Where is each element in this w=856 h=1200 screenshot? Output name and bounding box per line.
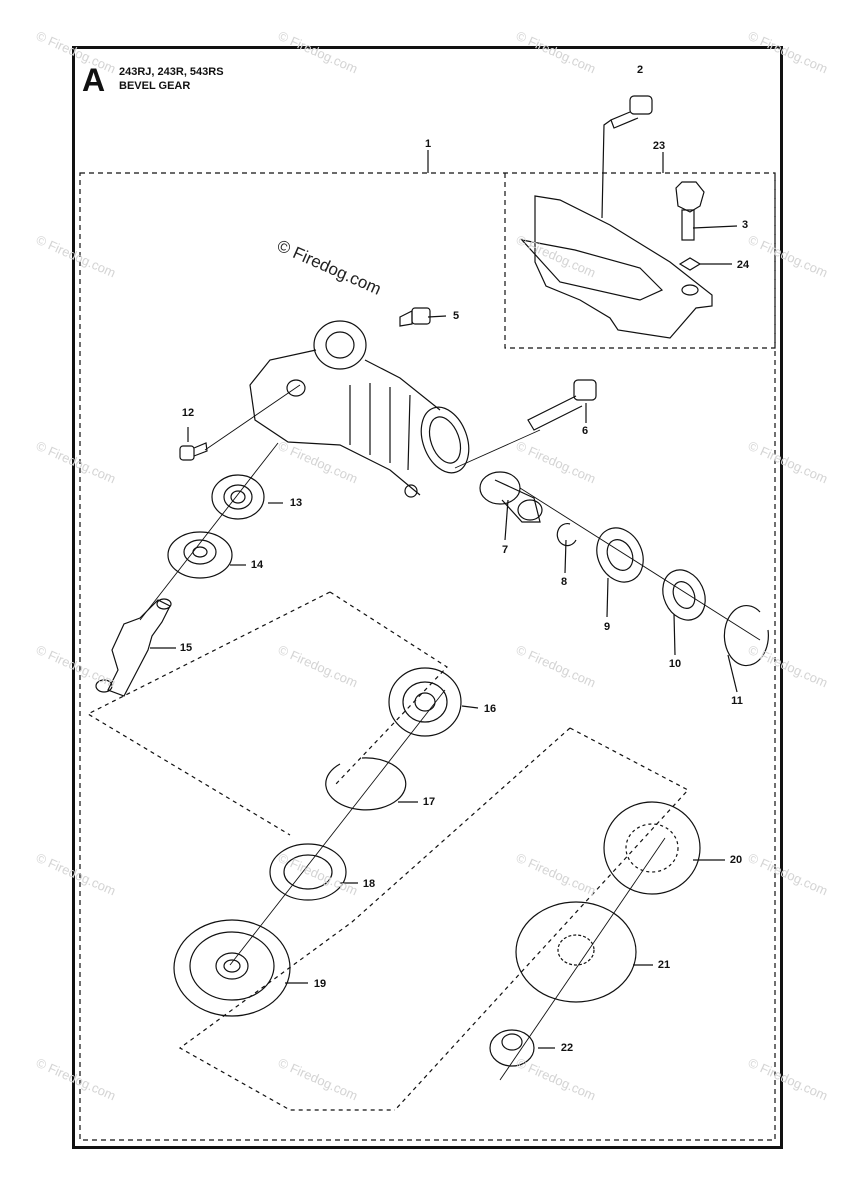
part-number-18: 18 bbox=[362, 878, 376, 890]
part-number-12: 12 bbox=[181, 407, 195, 419]
part-2-screw bbox=[610, 95, 653, 129]
part-7-gear bbox=[479, 471, 543, 523]
part-number-6: 6 bbox=[581, 425, 589, 437]
parallelogram-bottom-left bbox=[178, 727, 571, 1111]
part-number-9: 9 bbox=[603, 621, 611, 633]
group-1-outline bbox=[79, 172, 776, 1141]
part-3-pin bbox=[675, 181, 705, 241]
axis-lower-right bbox=[499, 837, 666, 1081]
leader-2 bbox=[601, 119, 612, 219]
part-15-shaft bbox=[95, 598, 172, 697]
page-frame bbox=[72, 46, 783, 1149]
part-number-5: 5 bbox=[452, 310, 460, 322]
part-number-22: 22 bbox=[560, 1042, 574, 1054]
part-17-circlip bbox=[325, 757, 407, 811]
part-number-24: 24 bbox=[736, 259, 750, 271]
part-number-8: 8 bbox=[560, 576, 568, 588]
model-list: 243RJ, 243R, 543RS bbox=[119, 66, 224, 78]
part-11-ring bbox=[723, 605, 769, 667]
part-number-10: 10 bbox=[668, 658, 682, 670]
part-14-gear bbox=[167, 531, 233, 579]
part-21-cover bbox=[515, 901, 637, 1003]
leader-10 bbox=[673, 613, 676, 656]
axis-shaft-left bbox=[139, 442, 279, 621]
part-number-3: 3 bbox=[741, 219, 749, 231]
part-24-washer bbox=[678, 257, 702, 271]
part-13-bearing bbox=[211, 474, 265, 520]
group-title: BEVEL GEAR bbox=[119, 80, 191, 92]
part-12-screw bbox=[179, 442, 208, 461]
leader-3 bbox=[692, 225, 738, 229]
parallelogram-top-right bbox=[329, 591, 448, 786]
part-20-washer bbox=[603, 801, 701, 895]
axis-screw-12 bbox=[204, 384, 301, 451]
parallelogram-top-left bbox=[86, 591, 331, 836]
part-19-flange bbox=[173, 919, 291, 1017]
part-number-17: 17 bbox=[422, 796, 436, 808]
part-number-15: 15 bbox=[179, 642, 193, 654]
leader-5 bbox=[427, 315, 447, 318]
section-letter: A bbox=[82, 62, 106, 98]
part-number-20: 20 bbox=[729, 854, 743, 866]
part-number-21: 21 bbox=[657, 959, 671, 971]
part-6-bolt bbox=[527, 379, 597, 431]
axis-lower-left bbox=[229, 689, 446, 966]
part-10-bearing bbox=[662, 569, 706, 621]
part-22-nut bbox=[489, 1029, 535, 1067]
part-18-seal bbox=[269, 843, 347, 901]
part-number-2: 2 bbox=[636, 64, 644, 76]
part-number-19: 19 bbox=[313, 978, 327, 990]
part-number-23: 23 bbox=[652, 140, 666, 152]
group-23-outline bbox=[504, 173, 776, 349]
part-number-16: 16 bbox=[483, 703, 497, 715]
leader-11 bbox=[727, 654, 738, 693]
part-number-1: 1 bbox=[424, 138, 432, 150]
part-1-housing bbox=[249, 320, 470, 498]
leader-16 bbox=[461, 705, 479, 709]
part-8-circlip bbox=[556, 522, 577, 547]
part-number-13: 13 bbox=[289, 497, 303, 509]
axis-right-chain bbox=[519, 487, 761, 641]
part-number-14: 14 bbox=[250, 559, 264, 571]
part-number-11: 11 bbox=[731, 695, 743, 707]
part-number-7: 7 bbox=[501, 544, 509, 556]
part-9-bearing bbox=[596, 527, 644, 583]
part-5-screw bbox=[399, 307, 431, 327]
part-16-bearing bbox=[388, 667, 462, 737]
part-23-guard bbox=[520, 195, 713, 339]
axis-bolt-6 bbox=[454, 429, 541, 469]
leader-9 bbox=[606, 577, 609, 618]
